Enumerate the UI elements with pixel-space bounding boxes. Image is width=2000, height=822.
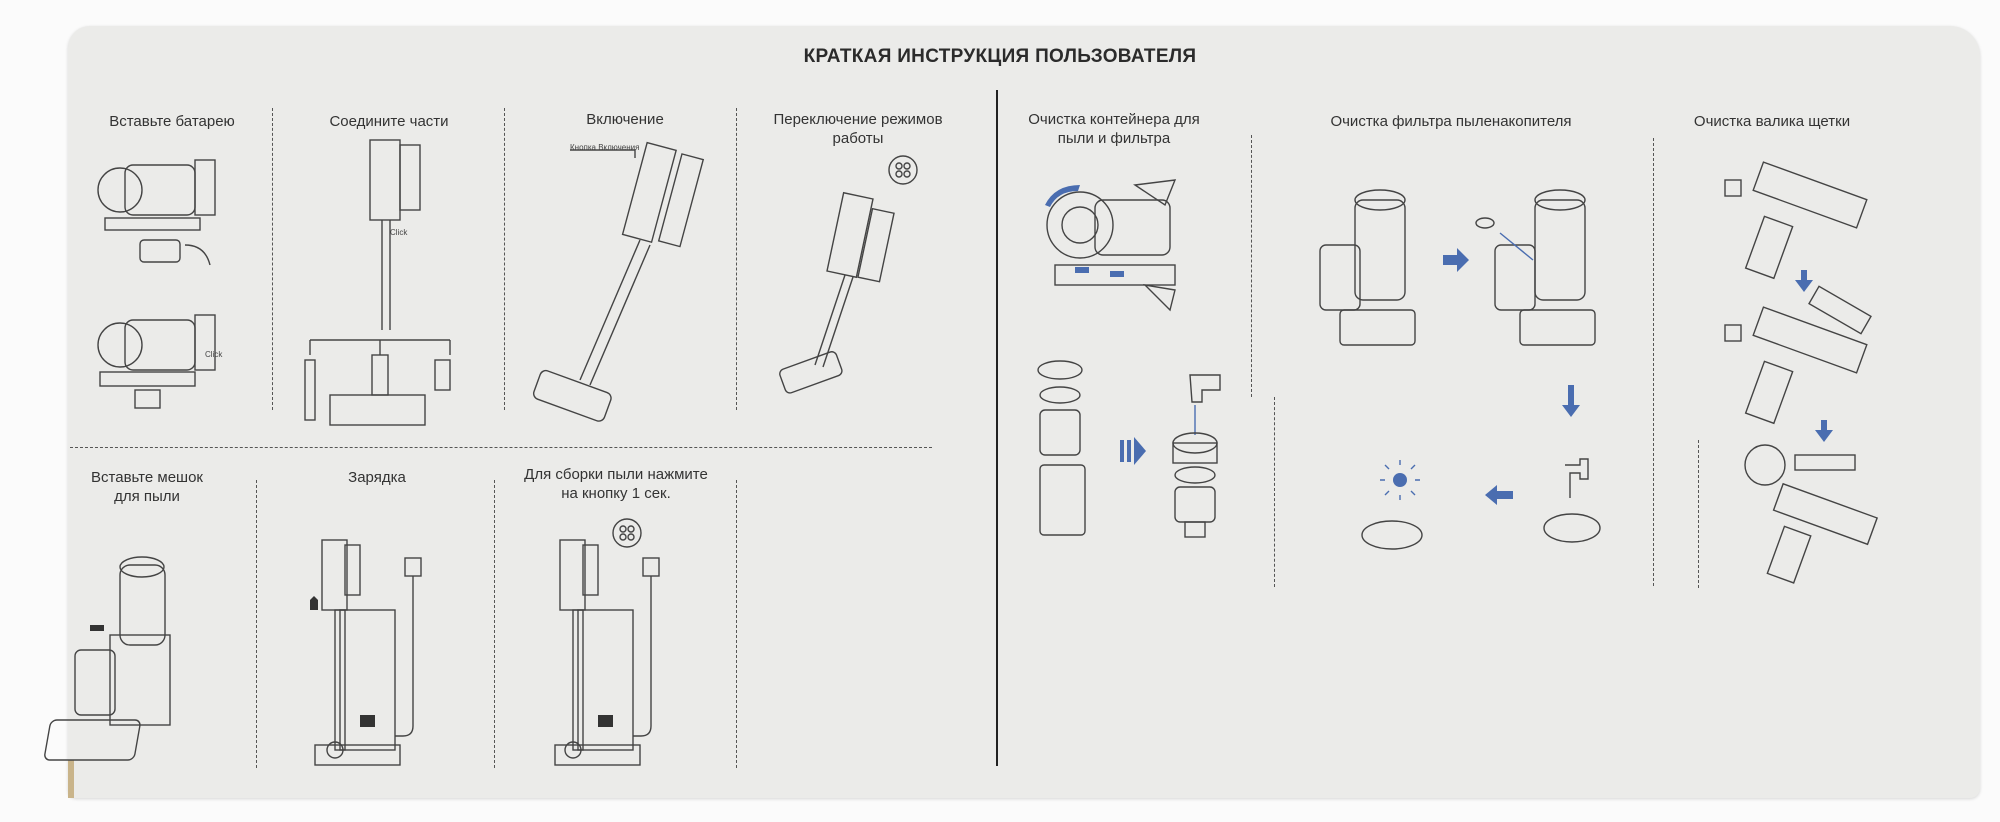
insert-bag-illustration	[44, 556, 171, 761]
step-heading-insert-battery: Вставьте батарею	[109, 113, 235, 130]
card-edge-wear	[68, 760, 74, 798]
heading-line: на кнопку 1 сек.	[561, 485, 671, 502]
heading-line: Переключение режимов	[773, 111, 943, 128]
heading-line: пыли и фильтра	[1057, 130, 1171, 147]
step-heading-power-on: Включение	[586, 111, 664, 128]
divider	[504, 108, 505, 410]
filter-wash-illustration	[1037, 360, 1221, 538]
page-title: КРАТКАЯ ИНСТРУКЦИЯ ПОЛЬЗОВАТЕЛЯ	[803, 46, 1197, 67]
power-on-illustration	[532, 141, 705, 422]
step-heading-connect-parts: Соедините части	[329, 113, 449, 130]
heading-line: Очистка контейнера для	[1028, 111, 1200, 128]
step-heading-charging: Зарядка	[348, 469, 406, 486]
divider	[1274, 397, 1275, 587]
step-heading-switch-modes: Переключение режимов работы	[773, 110, 942, 148]
dust-collect-illustration	[554, 518, 660, 766]
switch-modes-illustration	[779, 155, 918, 394]
section-divider	[996, 90, 998, 766]
heading-line: Вставьте мешок	[91, 469, 203, 486]
divider	[736, 480, 737, 768]
step-heading-dust-collect: Для сборки пыли нажмите на кнопку 1 сек.	[524, 465, 708, 503]
filter-remove-illustration	[1319, 189, 1596, 346]
divider	[1653, 138, 1654, 586]
click-label: Click	[205, 350, 223, 359]
step-heading-clean-roller: Очистка валика щетки	[1693, 113, 1851, 130]
clean-roller-illustration	[1724, 161, 1879, 584]
divider	[70, 447, 932, 448]
divider	[494, 480, 495, 768]
connect-parts-illustration	[304, 139, 451, 426]
filter-dry-illustration	[1361, 385, 1601, 550]
click-label: Click	[390, 228, 408, 237]
step-heading-insert-bag: Вставьте мешок для пыли	[91, 468, 203, 506]
divider	[272, 108, 273, 410]
heading-line: работы	[832, 130, 884, 147]
battery-insert-illustration	[97, 159, 216, 409]
heading-line: для пыли	[114, 488, 180, 505]
divider	[256, 480, 257, 768]
divider	[1251, 135, 1252, 397]
step-heading-clean-container: Очистка контейнера для пыли и фильтра	[1028, 110, 1200, 148]
charging-illustration	[310, 539, 422, 766]
divider	[1698, 440, 1699, 588]
heading-line: Для сборки пыли нажмите	[524, 466, 708, 483]
power-button-label: Кнопка Включения	[570, 143, 640, 152]
instruction-card	[68, 26, 1980, 798]
clean-container-illustration	[1045, 179, 1177, 312]
divider	[736, 108, 737, 410]
step-heading-clean-filter: Очистка фильтра пыленакопителя	[1330, 113, 1572, 130]
